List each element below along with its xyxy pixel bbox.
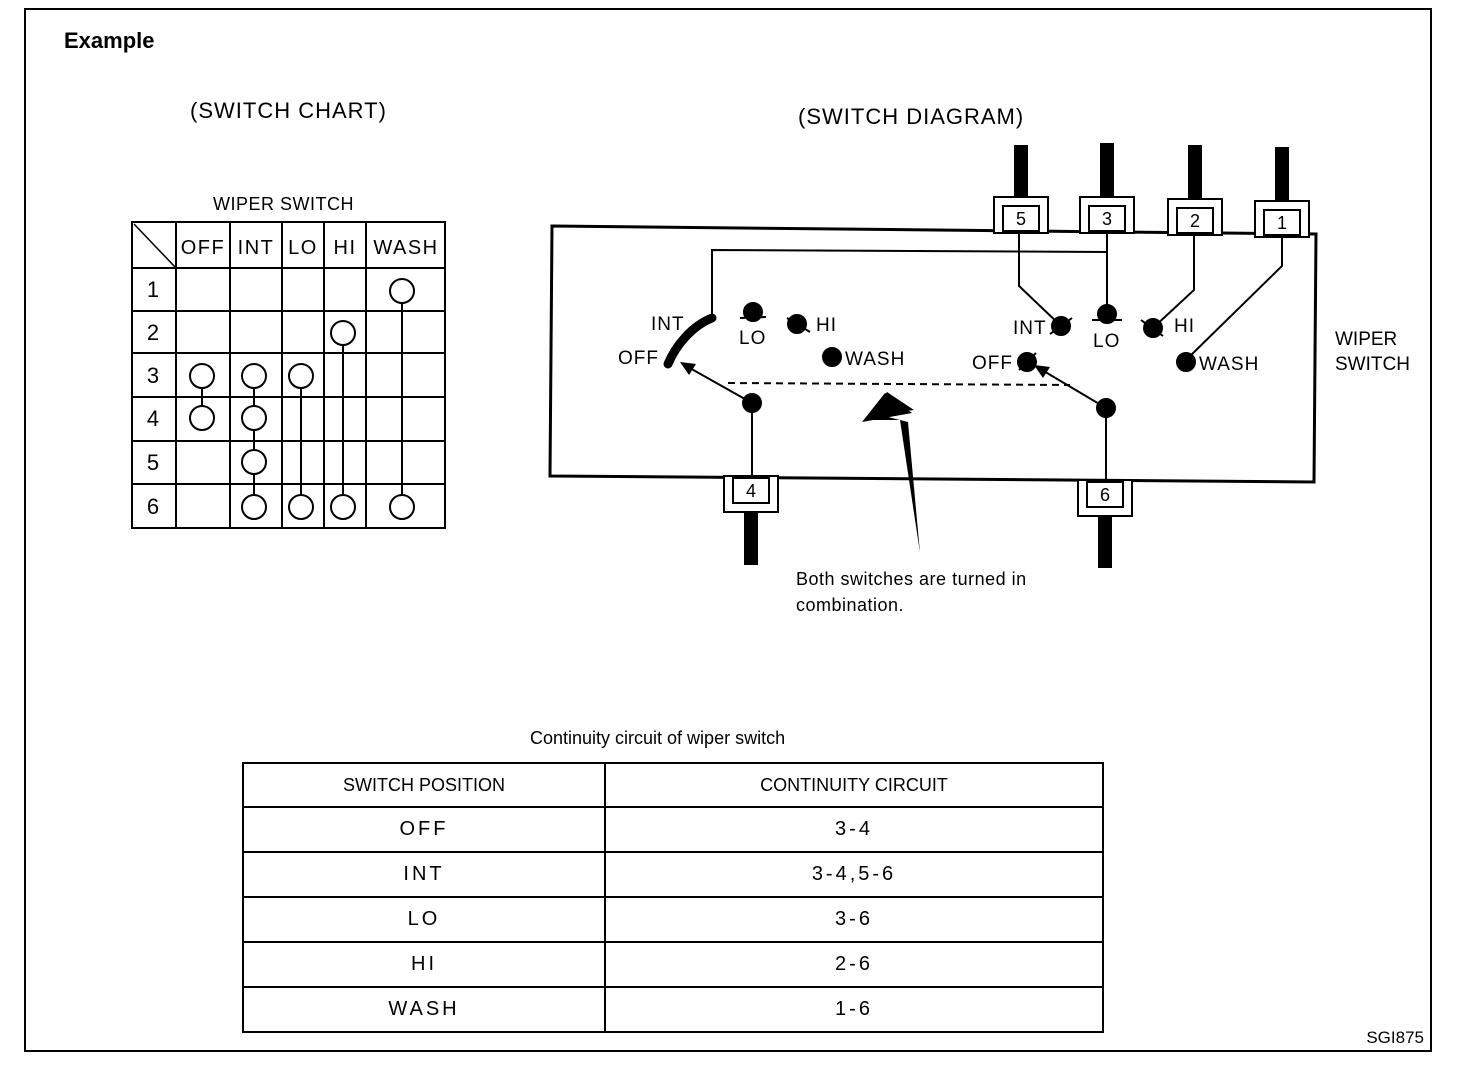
top-connector-2: 2 — [1167, 145, 1223, 236]
header-switch-position: SWITCH POSITION — [242, 762, 606, 808]
connection-dot-lo-3 — [288, 363, 314, 389]
connection-dot-off-4 — [189, 405, 215, 431]
left-switch-labels: INT LO HI OFF WASH — [618, 314, 905, 370]
table-row: INT 3-4,5-6 — [242, 851, 1104, 898]
connection-dot-int-6 — [241, 494, 267, 520]
combination-arrowhead — [862, 393, 912, 422]
row-position: WASH — [242, 986, 606, 1033]
left-off-label: OFF — [618, 348, 659, 369]
left-switch-contacts — [663, 302, 842, 413]
row-circuit: 2-6 — [604, 941, 1104, 988]
combination-note: Both switches are turned in combination. — [796, 569, 1027, 615]
row-circuit: 3-4 — [604, 806, 1104, 853]
switch-arrowheads — [680, 362, 1050, 378]
bottom-connector-6: 6 — [1077, 479, 1133, 568]
switch-chart-caption: (SWITCH CHART) — [190, 98, 387, 123]
row-position: INT — [242, 851, 606, 898]
bottom-connector-4: 4 — [723, 475, 779, 565]
row-circuit: 3-4,5-6 — [604, 851, 1104, 898]
terminal-1-label: 1 — [1277, 213, 1287, 233]
right-lo-label: LO — [1093, 331, 1120, 352]
chart-col-lo: LO — [288, 237, 318, 259]
connection-dot-int-3 — [241, 363, 267, 389]
right-switch-pivot — [1096, 398, 1116, 418]
row-circuit: 3-6 — [604, 896, 1104, 943]
terminal-4-label: 4 — [746, 481, 756, 501]
right-switch-contacts — [1017, 304, 1196, 418]
chart-row-2: 2 — [147, 320, 159, 345]
right-lo-contact — [1097, 304, 1117, 324]
chart-diagonal — [133, 223, 177, 269]
row-circuit: 1-6 — [604, 986, 1104, 1033]
chart-col-wash: WASH — [373, 237, 438, 259]
terminal-2-label: 2 — [1190, 211, 1200, 231]
continuity-table-title: Continuity circuit of wiper switch — [530, 728, 786, 748]
connection-dot-int-4 — [241, 405, 267, 431]
connection-dot-hi-6 — [330, 494, 356, 520]
right-wash-label: WASH — [1199, 354, 1259, 375]
switch-chart-column-headers: OFF INT LO HI WASH — [181, 237, 438, 259]
left-wash-label: WASH — [845, 349, 905, 370]
combination-arrow — [865, 392, 920, 553]
left-int-off-contact — [663, 313, 717, 369]
right-switch-labels: INT LO HI OFF WASH — [972, 316, 1259, 375]
header-continuity-circuit: CONTINUITY CIRCUIT — [604, 762, 1104, 808]
table-row: WASH 1-6 — [242, 986, 1104, 1033]
continuity-table: SWITCH POSITION CONTINUITY CIRCUIT OFF 3… — [242, 762, 1104, 1033]
switch-chart-row-headers: 1 2 3 4 5 6 — [147, 277, 159, 519]
switch-chart-grid — [131, 221, 446, 529]
connection-dot-wash-6 — [389, 494, 415, 520]
top-connector-5: 5 — [993, 145, 1049, 234]
left-int-label: INT — [651, 314, 685, 335]
terminal-3-label: 3 — [1102, 209, 1112, 229]
terminal-6-label: 6 — [1100, 485, 1110, 505]
right-hi-label: HI — [1174, 316, 1195, 337]
row-position: OFF — [242, 806, 606, 853]
chart-row-3: 3 — [147, 363, 159, 388]
figure-code: SGI875 — [1366, 1028, 1424, 1047]
top-connector-1: 1 — [1254, 147, 1310, 238]
figure-frame — [24, 8, 1432, 1052]
left-switch-pivot — [742, 393, 762, 413]
switch-chart-connections — [189, 278, 415, 520]
connection-dot-off-3 — [189, 363, 215, 389]
right-int-label: INT — [1013, 318, 1047, 339]
chart-col-int: INT — [238, 237, 275, 259]
connection-dot-lo-6 — [288, 494, 314, 520]
wiper-switch-side-label: WIPER SWITCH — [1335, 329, 1410, 375]
right-off-label: OFF — [972, 353, 1013, 374]
chart-row-1: 1 — [147, 277, 159, 302]
example-heading: Example — [64, 28, 155, 53]
connection-dot-hi-2 — [330, 320, 356, 346]
table-row: HI 2-6 — [242, 941, 1104, 988]
table-row: OFF 3-4 — [242, 806, 1104, 853]
diagram-wiring — [687, 233, 1283, 482]
svg-text:SWITCH: SWITCH — [1335, 354, 1410, 375]
continuity-table-header-row: SWITCH POSITION CONTINUITY CIRCUIT — [242, 762, 1104, 808]
chart-row-6: 6 — [147, 494, 159, 519]
row-position: HI — [242, 941, 606, 988]
right-wash-contact — [1176, 352, 1196, 372]
left-hi-label: HI — [816, 315, 837, 336]
chart-row-5: 5 — [147, 450, 159, 475]
terminal-5-label: 5 — [1016, 209, 1026, 229]
connection-dot-wash-1 — [389, 278, 415, 304]
chart-col-hi: HI — [334, 237, 357, 259]
left-lo-label: LO — [739, 328, 766, 349]
switch-chart-title: WIPER SWITCH — [213, 194, 354, 214]
connection-dot-int-5 — [241, 449, 267, 475]
diagram-housing — [548, 224, 1318, 484]
table-row: LO 3-6 — [242, 896, 1104, 943]
switch-diagram-caption: (SWITCH DIAGRAM) — [798, 104, 1025, 129]
svg-text:WIPER: WIPER — [1335, 329, 1397, 350]
chart-row-4: 4 — [147, 406, 159, 431]
top-connector-3: 3 — [1079, 143, 1135, 234]
row-position: LO — [242, 896, 606, 943]
chart-col-off: OFF — [181, 237, 226, 259]
